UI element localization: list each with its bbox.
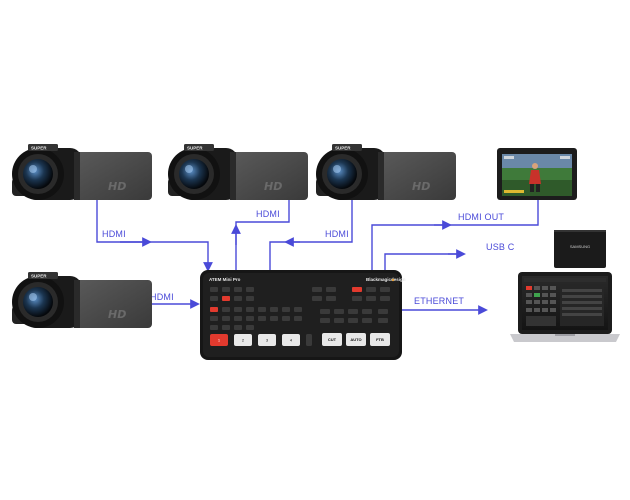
cut-label: CUT bbox=[328, 337, 337, 342]
transition-buttons bbox=[322, 333, 390, 346]
label-hdmi-4: HDMI bbox=[150, 292, 174, 302]
connection-labels: HDMI HDMI HDMI HDMI HDMI OUT USB C ETHER… bbox=[102, 209, 515, 306]
line-usb-c bbox=[384, 253, 464, 272]
input-label-2: 2 bbox=[242, 338, 245, 343]
input-buttons bbox=[210, 334, 312, 346]
camera-4: SUPER HD bbox=[12, 272, 152, 328]
camera-badge: SUPER bbox=[31, 274, 47, 279]
ssd-drive: SAMSUNG bbox=[554, 230, 606, 268]
camera-screen-label: HD bbox=[264, 180, 282, 193]
input-button-2[interactable] bbox=[234, 334, 252, 346]
ftb-label: FTB bbox=[376, 337, 384, 342]
auto-button[interactable] bbox=[346, 333, 366, 346]
label-hdmi-out: HDMI OUT bbox=[458, 212, 504, 222]
input-button-3[interactable] bbox=[258, 334, 276, 346]
line-camera-1 bbox=[96, 198, 213, 272]
input-button-1[interactable] bbox=[210, 334, 228, 346]
camera-1: SUPER HD bbox=[12, 144, 152, 200]
label-hdmi-2: HDMI bbox=[256, 209, 280, 219]
camera-badge: SUPER bbox=[187, 146, 203, 151]
input-label-1: 1 bbox=[218, 338, 221, 343]
input-label-4: 4 bbox=[290, 338, 293, 343]
label-usb-c: USB C bbox=[486, 242, 515, 252]
label-ethernet: ETHERNET bbox=[414, 296, 464, 306]
label-hdmi-1: HDMI bbox=[102, 229, 126, 239]
input-button-4[interactable] bbox=[282, 334, 300, 346]
switcher-model: ATEM Mini Pro bbox=[209, 277, 241, 282]
line-camera-3 bbox=[269, 198, 353, 270]
camera-2: SUPER HD bbox=[168, 144, 308, 200]
ssd-brand: SAMSUNG bbox=[570, 244, 590, 249]
camera-screen-label: HD bbox=[108, 308, 126, 321]
cut-button[interactable] bbox=[322, 333, 342, 346]
monitor bbox=[497, 148, 577, 200]
camera-screen-label: HD bbox=[108, 180, 126, 193]
switcher-brand: Blackmagicdesign bbox=[366, 277, 406, 282]
camera-badge: SUPER bbox=[335, 146, 351, 151]
label-hdmi-3: HDMI bbox=[325, 229, 349, 239]
atem-switcher: ATEM Mini Pro Blackmagicdesign bbox=[200, 270, 406, 360]
camera-3: SUPER HD bbox=[316, 144, 456, 200]
laptop bbox=[510, 272, 620, 342]
line-hdmi-out bbox=[371, 200, 539, 272]
ftb-button[interactable] bbox=[370, 333, 390, 346]
center-controls bbox=[312, 287, 372, 323]
camera-screen-label: HD bbox=[412, 180, 430, 193]
auto-label: AUTO bbox=[350, 337, 361, 342]
line-camera-2 bbox=[235, 198, 290, 270]
input-label-3: 3 bbox=[266, 338, 269, 343]
camera-badge: SUPER bbox=[31, 146, 47, 151]
connection-lines bbox=[96, 198, 539, 315]
